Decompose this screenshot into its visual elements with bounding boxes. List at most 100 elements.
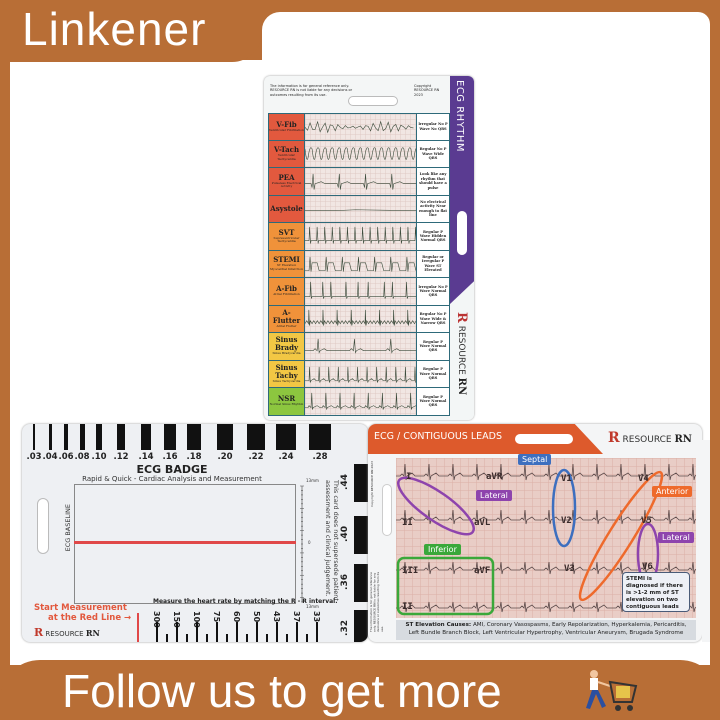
interval-tick-label: .08	[74, 452, 90, 462]
rhythm-description: Regular No P Wave Wide & Narrow QRS	[416, 305, 450, 332]
interval-tick	[276, 424, 296, 450]
footer-banner: Follow us to get more	[0, 660, 720, 720]
interval-tick-label: .12	[113, 452, 129, 462]
heart-rate-label: 150	[172, 611, 181, 628]
rhythm-name: STEMI	[273, 255, 300, 265]
badge-title: ECG BADGE	[136, 463, 208, 476]
rhythm-description: No electrical activity Near enough to fl…	[416, 195, 450, 222]
rhythm-description: Regular P Wave Normal QRS	[416, 333, 450, 360]
badge-subtitle: Rapid & Quick - Cardiac Analysis and Mea…	[82, 475, 262, 483]
brand-name: Linkener	[22, 3, 207, 55]
rhythm-description: Irregular No P Wave No QRS	[416, 114, 450, 140]
r-logo-icon: R	[34, 626, 44, 639]
measure-instruction: Measure the heart rate by matching the R…	[153, 598, 338, 605]
qt-block	[354, 516, 368, 554]
rhythm-description: Regular P Wave Hidden Normal QRS	[416, 223, 450, 250]
heart-rate-tick	[156, 622, 158, 642]
interval-tick	[217, 424, 233, 450]
stemi-note: STEMI is diagnosed if there is >1-2 mm o…	[622, 572, 690, 612]
rhythm-strip	[305, 114, 416, 140]
resource-rn-logo: R RESOURCE RN	[34, 626, 100, 639]
lanyard-slot	[348, 96, 398, 106]
lead-label: aVR	[486, 472, 503, 482]
rhythm-strip	[305, 388, 416, 415]
heart-rate-tick	[236, 622, 238, 642]
rhythm-description: Regular P Wave Normal QRS	[416, 360, 450, 387]
rhythm-subtitle: ST Elevation Myocardial Infarction	[269, 263, 304, 271]
rhythm-strip	[305, 360, 416, 387]
rhythm-strip	[305, 168, 416, 195]
heart-rate-minor-tick	[186, 634, 188, 642]
rhythm-subtitle: Atrial Fibrillation	[273, 292, 300, 297]
rhythm-disclaimer: The information is for general reference…	[270, 84, 353, 97]
right-edge-ruler	[702, 440, 710, 642]
rhythm-name: SVT	[278, 227, 295, 237]
septal-tag: Septal	[518, 454, 552, 465]
rhythm-subtitle: Atrial Flutter	[276, 323, 297, 328]
interval-tick	[48, 424, 52, 450]
interval-ruler: .03.04.06.08.10.12.14.16.18.20.22.24.28	[22, 424, 368, 462]
rhythm-name: Sinus Brady	[274, 335, 299, 353]
rhythm-subtitle: Sinus Tachycardia	[272, 378, 301, 383]
badge-lanyard-slot	[37, 498, 49, 554]
interval-tick	[117, 424, 125, 450]
lead-label: V3	[564, 564, 575, 574]
qt-label: .40	[340, 526, 350, 542]
st-elevation-causes: ST Elevation Causes: AMI, Coronary Vasos…	[396, 620, 696, 640]
rhythm-name: PEA	[278, 172, 295, 182]
rhythm-subtitle: Pulseless Electrical Activity	[271, 180, 302, 189]
interval-tick-label: .04	[42, 452, 58, 462]
lead-label: V4	[638, 474, 649, 484]
qt-block	[354, 610, 368, 642]
interval-tick-label: .18	[186, 452, 202, 462]
heart-rate-minor-tick	[266, 634, 268, 642]
lead-label: I	[406, 472, 412, 482]
resource-rn-logo: R RESOURCE RN	[608, 430, 692, 446]
resource-rn-logo: R RESOURCE RN	[454, 312, 469, 396]
rhythm-name: NSR	[277, 394, 296, 404]
lead-label: aVF	[474, 566, 491, 576]
heart-rate-label: 43	[272, 611, 281, 623]
heart-rate-minor-tick	[226, 634, 228, 642]
heart-rate-label: 300	[152, 611, 161, 628]
scale-mid-label: 0	[308, 540, 311, 545]
interval-tick-label: .20	[217, 452, 233, 462]
heart-rate-label: 75	[212, 611, 221, 623]
r-logo-icon: R	[608, 430, 620, 446]
heart-rate-tick	[296, 622, 298, 642]
rhythm-description: Irregular No P Wave Normal QRS	[416, 278, 450, 305]
start-red-line	[137, 613, 139, 642]
lead-label: V2	[561, 516, 572, 526]
heart-rate-minor-tick	[206, 634, 208, 642]
inferior-tag: Inferior	[424, 544, 461, 555]
heart-rate-label: 100	[192, 611, 201, 628]
interval-tick	[247, 424, 265, 450]
baseline-box	[74, 484, 296, 604]
anterior-tag: Anterior	[652, 486, 693, 497]
twelve-lead-ecg: I aVR V1 V4 II aVL V2 V5 III aVF V3 V6 I…	[396, 454, 696, 618]
r-logo-icon: R	[454, 312, 469, 323]
heart-rate-label: 60	[232, 611, 241, 623]
rhythm-subtitle: Normal Sinus Rhythm	[269, 402, 304, 407]
rhythm-label: Asystole	[268, 195, 305, 222]
rhythm-description: Regular or Irregular P Wave ST Elevated	[416, 250, 450, 277]
leads-lanyard-slot	[515, 434, 573, 444]
leads-side-slot	[382, 484, 392, 536]
lead-label: V5	[641, 516, 652, 526]
lead-label: V6	[642, 562, 653, 572]
rhythm-name: Sinus Tachy	[275, 362, 298, 380]
